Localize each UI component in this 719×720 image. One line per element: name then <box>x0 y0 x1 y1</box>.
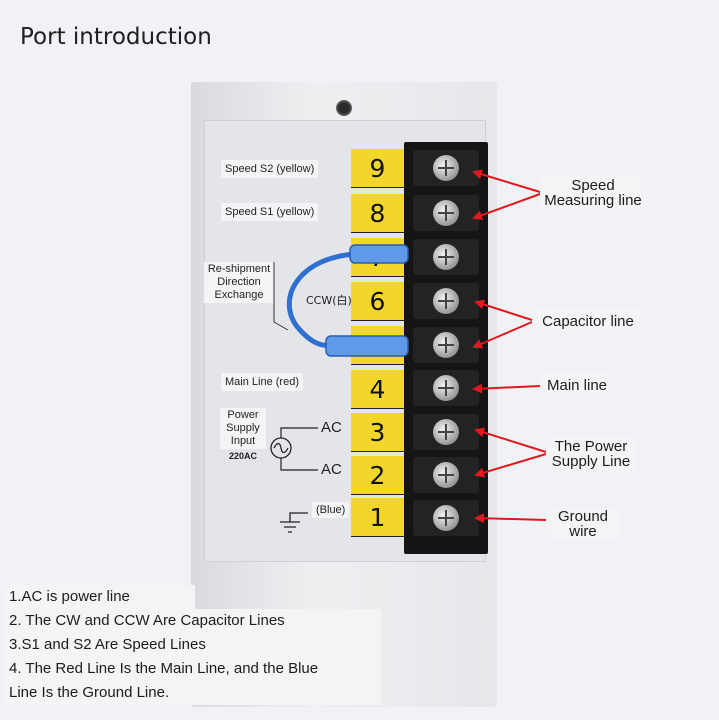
terminal-block <box>404 142 488 554</box>
arrow-speed-s2 <box>472 169 541 193</box>
callout-ground-line-2: wire <box>569 523 597 540</box>
arrow-power-upper <box>474 427 547 453</box>
arrow-speed-s1 <box>472 193 541 220</box>
screw-icon <box>433 200 459 226</box>
screw-icon <box>433 288 459 314</box>
label-power-supply-input: Power Supply Input <box>220 408 266 449</box>
terminal-number-3: 3 <box>351 413 404 452</box>
callout-capacitor: Capacitor line <box>536 309 640 334</box>
note-item: Line Is the Ground Line. <box>5 681 381 705</box>
terminal-screw-9 <box>413 150 479 186</box>
callout-power-line-1: The Power <box>554 438 628 455</box>
note-item: 1.AC is power line <box>5 585 195 609</box>
notes-list: 1.AC is power line 2. The CW and CCW Are… <box>5 585 381 705</box>
terminal-number-2: 2 <box>351 456 404 495</box>
screw-icon <box>433 332 459 358</box>
label-power-line-3: Input <box>230 435 256 447</box>
screw-icon <box>433 244 459 270</box>
callout-speed-line-1: Speed <box>571 177 615 194</box>
terminal-number-8: 8 <box>351 194 404 233</box>
label-main-line: Main Line (red) <box>221 373 303 391</box>
terminal-number-1: 1 <box>351 498 404 537</box>
terminal-screw-3 <box>413 414 479 450</box>
terminal-screw-6 <box>413 283 479 319</box>
note-item: 4. The Red Line Is the Main Line, and th… <box>5 657 381 681</box>
screw-icon <box>433 155 459 181</box>
label-power-line-1: Power <box>227 409 259 421</box>
label-reshipment-direction: Re-shipment Direction Exchange <box>204 262 274 303</box>
reshipment-bracket <box>273 262 289 331</box>
screw-icon <box>433 505 459 531</box>
screw-icon <box>433 419 459 445</box>
label-ac-lower: AC <box>321 461 342 478</box>
screw-icon <box>433 462 459 488</box>
ground-icon <box>280 512 308 533</box>
arrow-ground <box>474 513 547 524</box>
callout-power-supply: The Power Supply Line <box>546 437 636 471</box>
page-title: Port introduction <box>20 24 212 50</box>
label-reshipment-line-3: Exchange <box>214 289 264 301</box>
label-power-line-2: Supply <box>226 422 260 434</box>
arrow-capacitor-lower <box>472 321 533 349</box>
callout-power-line-2: Supply Line <box>551 453 631 470</box>
label-ac-upper: AC <box>321 419 342 436</box>
note-item: 3.S1 and S2 Are Speed Lines <box>5 633 381 657</box>
callout-speed-measuring: Speed Measuring line <box>540 176 646 210</box>
jumper-connector-top <box>349 244 409 264</box>
terminal-screw-8 <box>413 195 479 231</box>
label-reshipment-line-2: Direction <box>217 276 261 288</box>
callout-speed-line-2: Measuring line <box>544 192 642 209</box>
note-item: 2. The CW and CCW Are Capacitor Lines <box>5 609 381 633</box>
label-speed-s2: Speed S2 (yellow) <box>221 160 319 178</box>
terminal-screw-5 <box>413 327 479 363</box>
label-reshipment-line-1: Re-shipment <box>207 263 271 275</box>
terminal-screw-7 <box>413 239 479 275</box>
label-ccw: CCW(白) <box>306 294 352 307</box>
label-voltage: 220AC <box>229 451 258 461</box>
label-speed-s1: Speed S1 (yellow) <box>221 203 319 221</box>
label-blue: (Blue) <box>312 502 350 518</box>
ac-lead-lower <box>280 458 318 471</box>
arrow-capacitor-upper <box>474 299 533 321</box>
callout-main-line: Main line <box>540 373 614 398</box>
terminal-screw-2 <box>413 457 479 493</box>
terminal-number-9: 9 <box>351 149 404 188</box>
terminal-screw-4 <box>413 370 479 406</box>
ac-sine-icon <box>273 442 289 454</box>
callout-ground: Ground wire <box>546 507 620 541</box>
terminal-number-6: 6 <box>351 282 404 321</box>
arrow-power-lower <box>474 453 547 478</box>
screw-icon <box>433 375 459 401</box>
callout-ground-line-1: Ground <box>557 508 609 525</box>
ac-lead-upper <box>280 427 318 438</box>
jumper-wire <box>286 251 375 349</box>
terminal-screw-1 <box>413 500 479 536</box>
jumper-connector-bottom <box>325 335 409 357</box>
arrow-main-line <box>472 383 541 394</box>
terminal-number-4: 4 <box>351 370 404 409</box>
mounting-hole <box>336 100 352 116</box>
